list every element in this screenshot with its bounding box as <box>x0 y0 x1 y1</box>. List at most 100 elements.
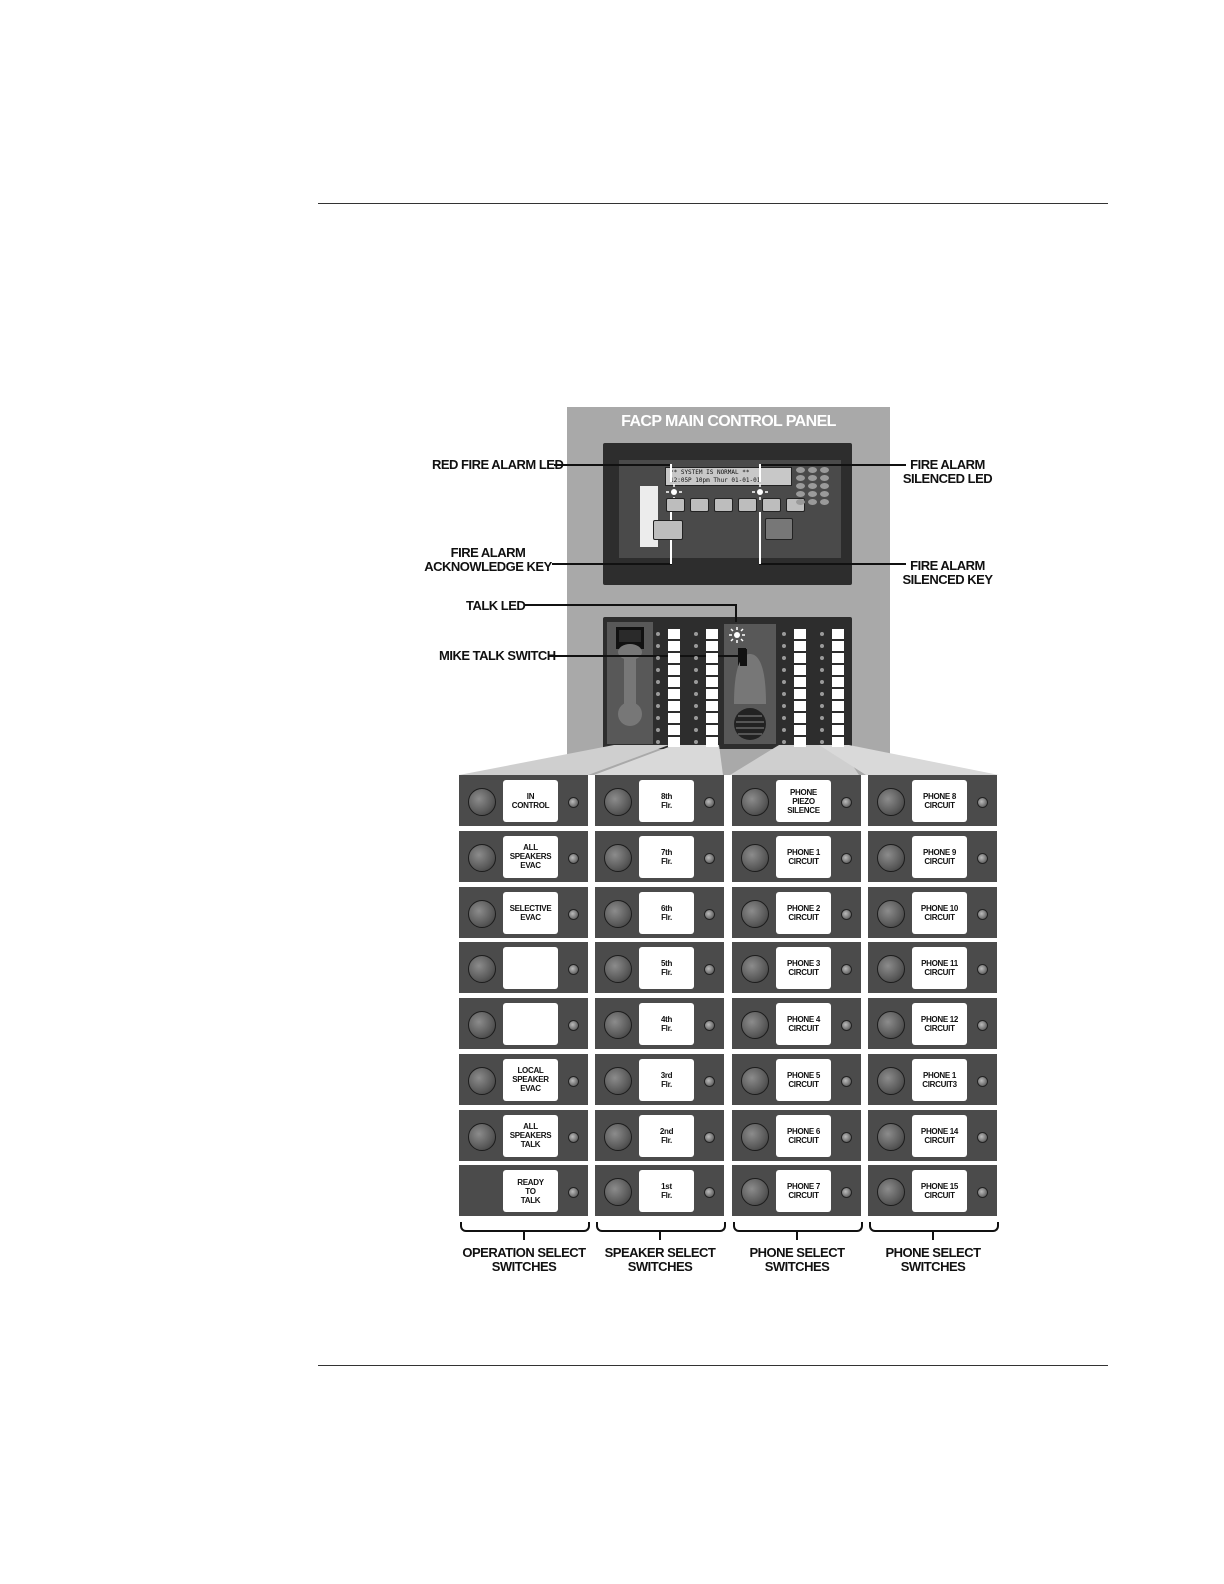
switch-label: 1st Flr. <box>639 1170 694 1213</box>
switch-label: 8th Flr. <box>639 780 694 822</box>
select-switch-button[interactable] <box>468 1122 496 1151</box>
select-switch-button[interactable] <box>468 1066 496 1095</box>
select-switch-button[interactable] <box>877 1122 905 1151</box>
select-switch-button[interactable] <box>877 1178 905 1207</box>
switch-indicator-led <box>977 797 988 808</box>
switch-label <box>503 947 558 990</box>
leader-talk-led <box>524 604 737 606</box>
mini-led <box>782 644 786 648</box>
mini-led <box>694 656 698 660</box>
select-switch-button[interactable] <box>604 1178 632 1207</box>
switch-label: PHONE 12 CIRCUIT <box>912 1003 967 1045</box>
microphone-icon <box>734 648 766 740</box>
switch-row: PHONE 3 CIRCUIT <box>732 942 861 996</box>
panel-key <box>640 536 658 547</box>
select-switch-button[interactable] <box>741 955 769 984</box>
select-switch-button[interactable] <box>604 899 632 928</box>
select-switch-button[interactable] <box>468 899 496 928</box>
mini-led <box>820 728 824 732</box>
switch-label: 3rd Flr. <box>639 1058 694 1101</box>
mini-switch <box>706 689 718 699</box>
switch-label: PHONE 4 CIRCUIT <box>776 1003 831 1045</box>
switch-label: ALL SPEAKERS EVAC <box>503 835 558 878</box>
panel-key <box>762 498 781 512</box>
callout-mike-talk-switch: MIKE TALK SWITCH <box>439 648 556 663</box>
select-switch-button[interactable] <box>468 843 496 872</box>
mini-switch <box>668 641 680 651</box>
callout-talk-led: TALK LED <box>466 598 526 613</box>
select-switch-button[interactable] <box>877 1066 905 1095</box>
select-switch-button[interactable] <box>741 1011 769 1039</box>
switch-indicator-led <box>977 1075 988 1087</box>
select-switch-button[interactable] <box>741 788 769 816</box>
switch-row: LOCAL SPEAKER EVAC <box>459 1053 588 1107</box>
lcd-line-1: ** SYSTEM IS NORMAL ** <box>670 469 750 476</box>
switch-row: PHONE 9 CIRCUIT <box>868 830 997 884</box>
switch-indicator-led <box>841 1020 852 1031</box>
select-switch-button[interactable] <box>468 788 496 816</box>
select-switch-button[interactable] <box>877 788 905 816</box>
mini-switch <box>668 677 680 687</box>
select-switch-button[interactable] <box>468 955 496 984</box>
switch-indicator-led <box>841 1075 852 1087</box>
mini-led <box>782 740 786 744</box>
switch-label: PHONE 6 CIRCUIT <box>776 1114 831 1157</box>
select-switch-button[interactable] <box>604 843 632 872</box>
select-switch-button[interactable] <box>877 1011 905 1039</box>
switch-row: 1st Flr. <box>595 1165 724 1219</box>
select-switch-button[interactable] <box>604 788 632 816</box>
mini-led <box>694 692 698 696</box>
select-switch-button[interactable] <box>604 1066 632 1095</box>
panel-key <box>653 520 683 540</box>
switch-row: 6th Flr. <box>595 886 724 940</box>
select-switch-button[interactable] <box>741 1066 769 1095</box>
switch-label: PHONE 15 CIRCUIT <box>912 1170 967 1213</box>
group-bracket <box>869 1222 999 1232</box>
fire-alarm-silenced-led-icon <box>752 484 768 500</box>
panel-key <box>808 483 817 489</box>
select-switch-button[interactable] <box>741 1122 769 1151</box>
select-switch-button[interactable] <box>468 1011 496 1039</box>
select-switch-button[interactable] <box>877 843 905 872</box>
select-switch-button[interactable] <box>741 1178 769 1207</box>
leader-talk-led-drop <box>735 604 737 622</box>
mini-switch <box>706 629 718 639</box>
select-switch-button[interactable] <box>877 955 905 984</box>
switch-label: 2nd Flr. <box>639 1114 694 1157</box>
mini-led <box>656 644 660 648</box>
switch-label: PHONE 7 CIRCUIT <box>776 1170 831 1213</box>
group-bracket-tick <box>523 1230 525 1240</box>
switch-row: PHONE 2 CIRCUIT <box>732 886 861 940</box>
panel-key <box>666 498 685 512</box>
switch-row: PHONE 11 CIRCUIT <box>868 942 997 996</box>
panel-key <box>820 483 829 489</box>
switch-indicator-led <box>568 908 579 920</box>
mini-switch <box>794 737 806 747</box>
switch-row: PHONE 15 CIRCUIT <box>868 1165 997 1219</box>
mini-led <box>694 740 698 744</box>
switch-label: PHONE 14 CIRCUIT <box>912 1114 967 1157</box>
mini-led <box>820 740 824 744</box>
panel-key <box>820 499 829 505</box>
mini-switch <box>832 629 844 639</box>
select-switch-button[interactable] <box>604 955 632 984</box>
select-switch-button[interactable] <box>604 1011 632 1039</box>
switch-indicator-led <box>841 797 852 808</box>
panel-key <box>820 491 829 497</box>
mini-led <box>782 704 786 708</box>
mini-switch <box>794 629 806 639</box>
select-switch-button[interactable] <box>877 899 905 928</box>
mini-switch <box>706 665 718 675</box>
mini-led <box>694 704 698 708</box>
switch-indicator-led <box>568 1131 579 1143</box>
switch-indicator-led <box>977 964 988 976</box>
mini-switch <box>832 725 844 735</box>
mini-led <box>820 716 824 720</box>
select-switch-button[interactable] <box>741 899 769 928</box>
mini-switch <box>832 665 844 675</box>
panel-key <box>640 516 658 527</box>
select-switch-button[interactable] <box>741 843 769 872</box>
group-bracket <box>733 1222 863 1232</box>
panel-key <box>640 486 658 497</box>
select-switch-button[interactable] <box>604 1122 632 1151</box>
